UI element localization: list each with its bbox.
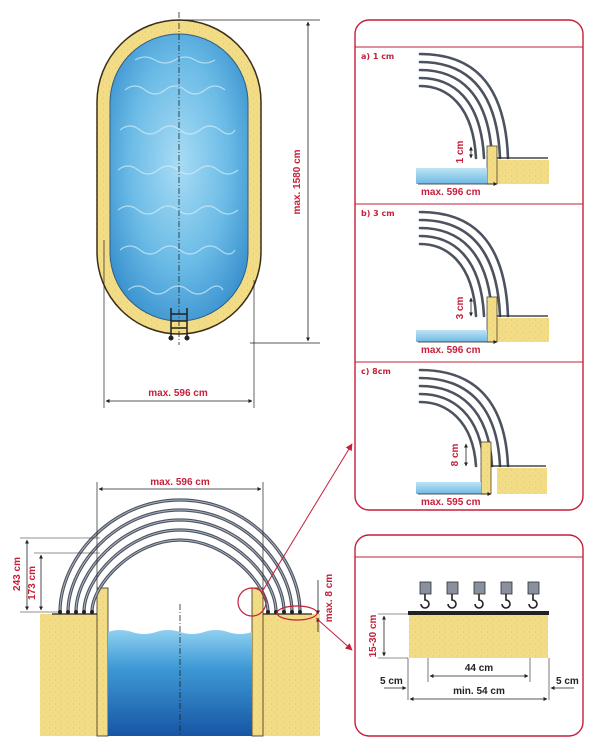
panel-width-label: max. 595 cm xyxy=(421,497,481,508)
height-inner-label: 173 cm xyxy=(27,566,38,600)
rail-width-label: max. 8 cm xyxy=(324,574,335,622)
panel-ground xyxy=(497,160,549,184)
panel-tag: c) 8cm xyxy=(361,367,391,376)
panel-ground xyxy=(497,318,549,342)
panel-tag: a) 1 cm xyxy=(361,52,394,61)
cover-clip-icon xyxy=(419,581,540,609)
panel-width-label: max. 596 cm xyxy=(421,345,481,356)
rail-detail: 15-30 cm 44 cm 5 cm 5 cm min. 54 cm xyxy=(368,581,579,701)
callout-arrow-to-rail-detail xyxy=(315,617,353,651)
rail-detail-total-label: min. 54 cm xyxy=(453,686,505,697)
panel-tubes xyxy=(418,368,510,468)
rail-detail-right-margin-label: 5 cm xyxy=(556,676,579,687)
panel-a: a) 1 cm 1 cm max. 596 cm xyxy=(361,52,549,198)
callout-arrow-to-panels xyxy=(261,443,353,593)
panel-width-label: max. 596 cm xyxy=(421,187,481,198)
panel-wall xyxy=(486,145,498,185)
span-label: max. 596 cm xyxy=(150,477,210,488)
cross-section-view: max. 596 cm 243 cm 173 cm max. 8 cm xyxy=(12,443,353,737)
cover-tubes-highlight xyxy=(59,499,301,613)
plan-width-label: max. 596 cm xyxy=(148,388,208,399)
pool-ladder-icon xyxy=(168,308,190,341)
panel-tubes xyxy=(418,52,510,160)
panel-b: b) 3 cm 3 cm max. 596 cm xyxy=(361,209,549,356)
rail-detail-left-margin-label: 5 cm xyxy=(380,676,403,687)
rail-detail-ground xyxy=(409,614,548,658)
panel-height-label: 8 cm xyxy=(450,443,461,466)
panel-tubes xyxy=(418,210,510,318)
panel-water xyxy=(416,168,487,184)
panel-water xyxy=(416,330,487,342)
rail-detail-rail xyxy=(408,611,549,615)
panel-c: c) 8cm 8 cm max. 595 cm xyxy=(361,367,547,508)
rail-detail-height-label: 15-30 cm xyxy=(368,614,379,657)
right-pool-wall xyxy=(251,587,264,737)
callout-circle-top xyxy=(237,587,267,617)
panel-tag: b) 3 cm xyxy=(361,209,395,218)
panel-height-label: 1 cm xyxy=(455,140,466,163)
panel-water xyxy=(416,482,481,494)
pool-ripples xyxy=(117,56,239,295)
panels-frame xyxy=(354,19,584,511)
left-pool-wall xyxy=(96,587,109,737)
panel-height-label: 3 cm xyxy=(455,296,466,319)
panel-ground xyxy=(497,468,547,494)
rail-detail-inner-label: 44 cm xyxy=(465,663,493,674)
callout-ellipse-rail xyxy=(276,605,318,621)
panel-wall xyxy=(486,296,498,343)
panel-wall xyxy=(480,441,492,495)
height-outer-label: 243 cm xyxy=(12,557,23,591)
pool-plan-view: max. 1580 cm max. 596 cm xyxy=(96,12,320,408)
plan-length-label: max. 1580 cm xyxy=(292,149,303,214)
